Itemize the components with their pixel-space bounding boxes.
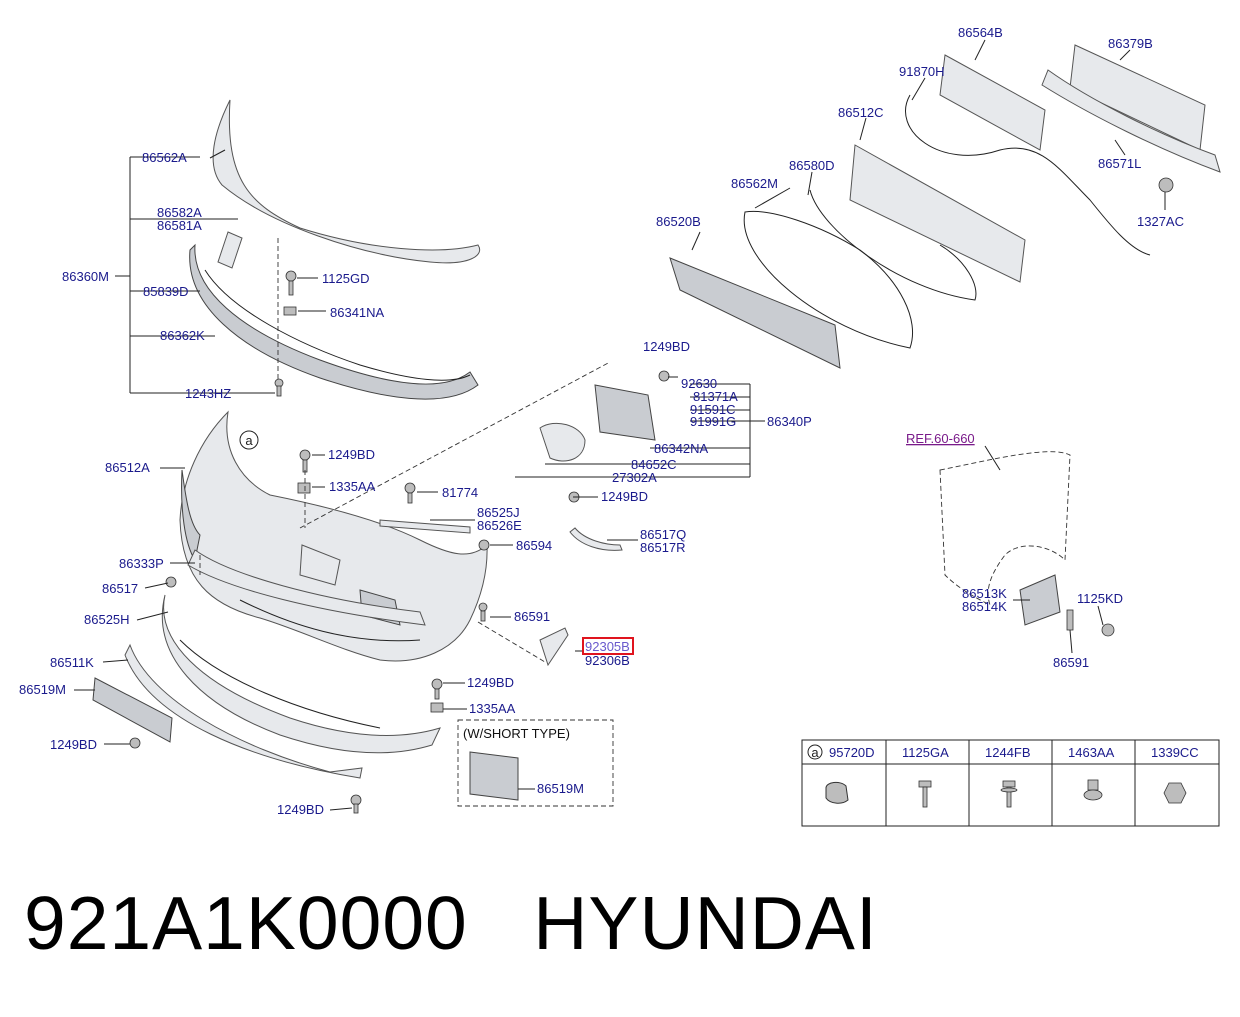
part-label[interactable]: 1335AA	[469, 701, 516, 716]
part-label[interactable]: 86513K	[962, 586, 1007, 601]
part-label[interactable]: 86514K	[962, 599, 1007, 614]
legend-part-number[interactable]: 1125GA	[902, 745, 949, 760]
fastener-legend-table: a 95720D 1125GA 1244FB 1463AA 1339CC	[801, 739, 1220, 827]
part-label[interactable]: 86594	[516, 538, 552, 553]
part-label[interactable]: 1125KD	[1077, 591, 1123, 606]
leader-lines	[74, 39, 1166, 811]
part-label[interactable]: 91991G	[690, 414, 736, 429]
part-label[interactable]: 86564B	[958, 25, 1003, 40]
part-label[interactable]: 1335AA	[329, 479, 376, 494]
part-label[interactable]: 81774	[442, 485, 478, 500]
part-label[interactable]: 86591	[1053, 655, 1089, 670]
part-label[interactable]: 92630	[681, 376, 717, 391]
highlight-box	[582, 637, 634, 655]
part-label[interactable]: 1249BD	[467, 675, 514, 690]
callout-a-circle: a	[239, 430, 259, 450]
part-label[interactable]: 1243HZ	[185, 386, 231, 401]
screw-icon	[918, 780, 932, 808]
part-labels: 86564B 86379B 91870H 86512C 86580D 86571…	[19, 25, 1184, 817]
grommet-icon	[1083, 779, 1103, 801]
part-label[interactable]: 85839D	[143, 284, 189, 299]
part-label[interactable]: 1249BD	[601, 489, 648, 504]
part-label[interactable]: 86517	[102, 581, 138, 596]
part-label[interactable]: 86340P	[767, 414, 812, 429]
part-label[interactable]: 86362K	[160, 328, 205, 343]
part-label[interactable]: 1125GD	[322, 271, 369, 286]
part-label[interactable]: 86562A	[142, 150, 187, 165]
part-label[interactable]: 86525H	[84, 612, 130, 627]
part-label[interactable]: 1249BD	[277, 802, 324, 817]
part-label[interactable]: 86341NA	[330, 305, 385, 320]
assembly-lines	[199, 238, 614, 807]
legend-part-number[interactable]: 1463AA	[1068, 745, 1115, 760]
part-label[interactable]: 86342NA	[654, 441, 709, 456]
part-label[interactable]: 1249BD	[328, 447, 375, 462]
part-label[interactable]: 86520B	[656, 214, 701, 229]
part-label[interactable]: 84652C	[631, 457, 677, 472]
part-label[interactable]: 86591	[514, 609, 550, 624]
part-label[interactable]: 86525J	[477, 505, 520, 520]
nut-icon	[1163, 782, 1187, 804]
part-label[interactable]: 86582A	[157, 205, 202, 220]
lower-bumper	[124, 549, 441, 779]
legend-callout-a: a	[811, 745, 819, 760]
part-label-highlighted[interactable]: 92305B	[585, 639, 630, 654]
fasteners	[129, 177, 1174, 814]
clip-icon	[825, 781, 849, 804]
part-label[interactable]: 86562M	[731, 176, 778, 191]
part-label[interactable]: 86581A	[157, 218, 202, 233]
part-label[interactable]: 86517Q	[640, 527, 686, 542]
bumper-beam-bracket	[189, 231, 479, 400]
radiator-grille	[669, 44, 1221, 369]
part-label[interactable]: 86519M	[19, 682, 66, 697]
part-label[interactable]: 86519M	[537, 781, 584, 796]
license-plate-bracket	[92, 677, 519, 801]
part-label[interactable]: 91870H	[899, 64, 945, 79]
part-label[interactable]: 91591C	[690, 402, 736, 417]
part-label[interactable]: 86512C	[838, 105, 884, 120]
part-label[interactable]: 81371A	[693, 389, 738, 404]
part-label[interactable]: 86512A	[105, 460, 150, 475]
part-label[interactable]: 27302A	[612, 470, 657, 485]
part-number-caption: 921A1K0000 HYUNDAI	[24, 881, 878, 965]
part-label[interactable]: 86526E	[477, 518, 522, 533]
legend-part-number[interactable]: 1244FB	[985, 745, 1031, 760]
part-label[interactable]: 92306B	[585, 653, 630, 668]
bumper-upper-cover	[212, 99, 481, 264]
part-label[interactable]: 86360M	[62, 269, 109, 284]
part-label[interactable]: 1249BD	[50, 737, 97, 752]
short-type-label: (W/SHORT TYPE)	[463, 726, 570, 741]
part-label[interactable]: 1249BD	[643, 339, 690, 354]
callout-a-label: a	[245, 433, 253, 448]
parts-diagram: a 86564B 86379B 91870H 86512C 86580D 865…	[19, 25, 1221, 827]
part-label[interactable]: 86511K	[50, 655, 94, 670]
part-label[interactable]: 86379B	[1108, 36, 1153, 51]
legend-part-number[interactable]: 95720D	[829, 745, 875, 760]
fender	[939, 451, 1071, 626]
part-label[interactable]: 86517R	[640, 540, 686, 555]
foglamp-assembly	[379, 384, 656, 667]
ref-link[interactable]: REF.60-660	[906, 431, 975, 446]
part-label[interactable]: 86580D	[789, 158, 835, 173]
part-label[interactable]: 86571L	[1098, 156, 1141, 171]
part-label[interactable]: 1327AC	[1137, 214, 1184, 229]
front-bumper	[179, 410, 488, 662]
screw-washer-icon	[1000, 780, 1018, 808]
legend-part-number[interactable]: 1339CC	[1151, 745, 1199, 760]
part-label[interactable]: 86333P	[119, 556, 164, 571]
